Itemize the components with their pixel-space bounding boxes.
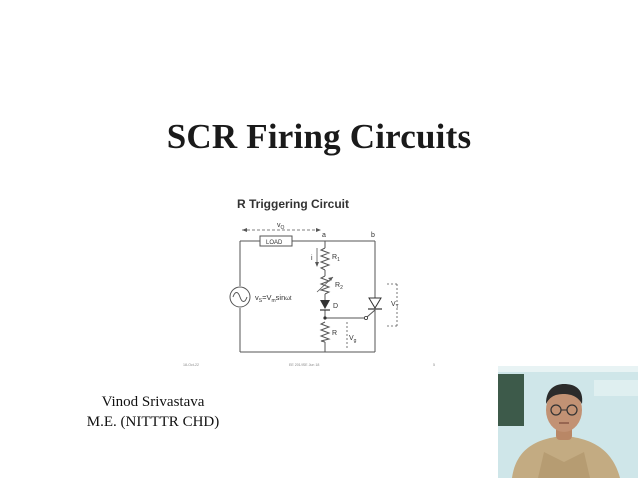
circuit-heading: R Triggering Circuit (237, 197, 349, 211)
load-box (259, 235, 293, 247)
presenter-photo (498, 366, 638, 478)
footer-course: EE 201/ISE Jun 18 (289, 363, 319, 367)
author-degree: M.E. (NITTTR CHD) (86, 414, 220, 430)
ac-source-icon (229, 286, 251, 308)
presenter-video-thumbnail (498, 366, 638, 478)
current-arrow: i (311, 248, 319, 267)
r1-label: R (332, 254, 337, 261)
svg-text:R1: R1 (332, 254, 340, 263)
r-label: R (332, 330, 337, 337)
scr-thyristor (363, 297, 382, 321)
author-name: Vinod Srivastava (101, 394, 205, 410)
node-b-label: b (371, 232, 375, 239)
v0-indicator: vO (242, 222, 321, 232)
slide-title: SCR Firing Circuits (166, 117, 472, 156)
r2-label: R (335, 282, 340, 289)
load-label: LOAD (266, 240, 283, 246)
r1-resistor (319, 247, 331, 271)
r-resistor (319, 321, 331, 343)
vg-indicator: Vg (346, 322, 357, 350)
svg-text:Vg: Vg (349, 335, 357, 344)
footer-date: 18-Oct-22 (183, 363, 199, 367)
svg-text:i: i (311, 255, 313, 262)
author-block: Vinod Srivastava M.E. (NITTTR CHD) (78, 392, 228, 432)
source-equation: vS=Vmsinωt (255, 293, 292, 304)
footer-page: 5 (433, 363, 435, 367)
node-a-label: a (322, 232, 326, 239)
diode-label: D (333, 303, 338, 310)
diode-d (320, 300, 330, 311)
svg-text:R2: R2 (335, 282, 343, 291)
circuit-wires (239, 240, 376, 353)
r-triggering-circuit-diagram: R Triggering Circuit vO LOAD a b (183, 197, 435, 367)
svg-text:vO: vO (277, 222, 285, 231)
svg-text:VT: VT (391, 301, 399, 310)
vt-indicator: VT (387, 283, 399, 327)
r2-variable-resistor (319, 275, 331, 295)
